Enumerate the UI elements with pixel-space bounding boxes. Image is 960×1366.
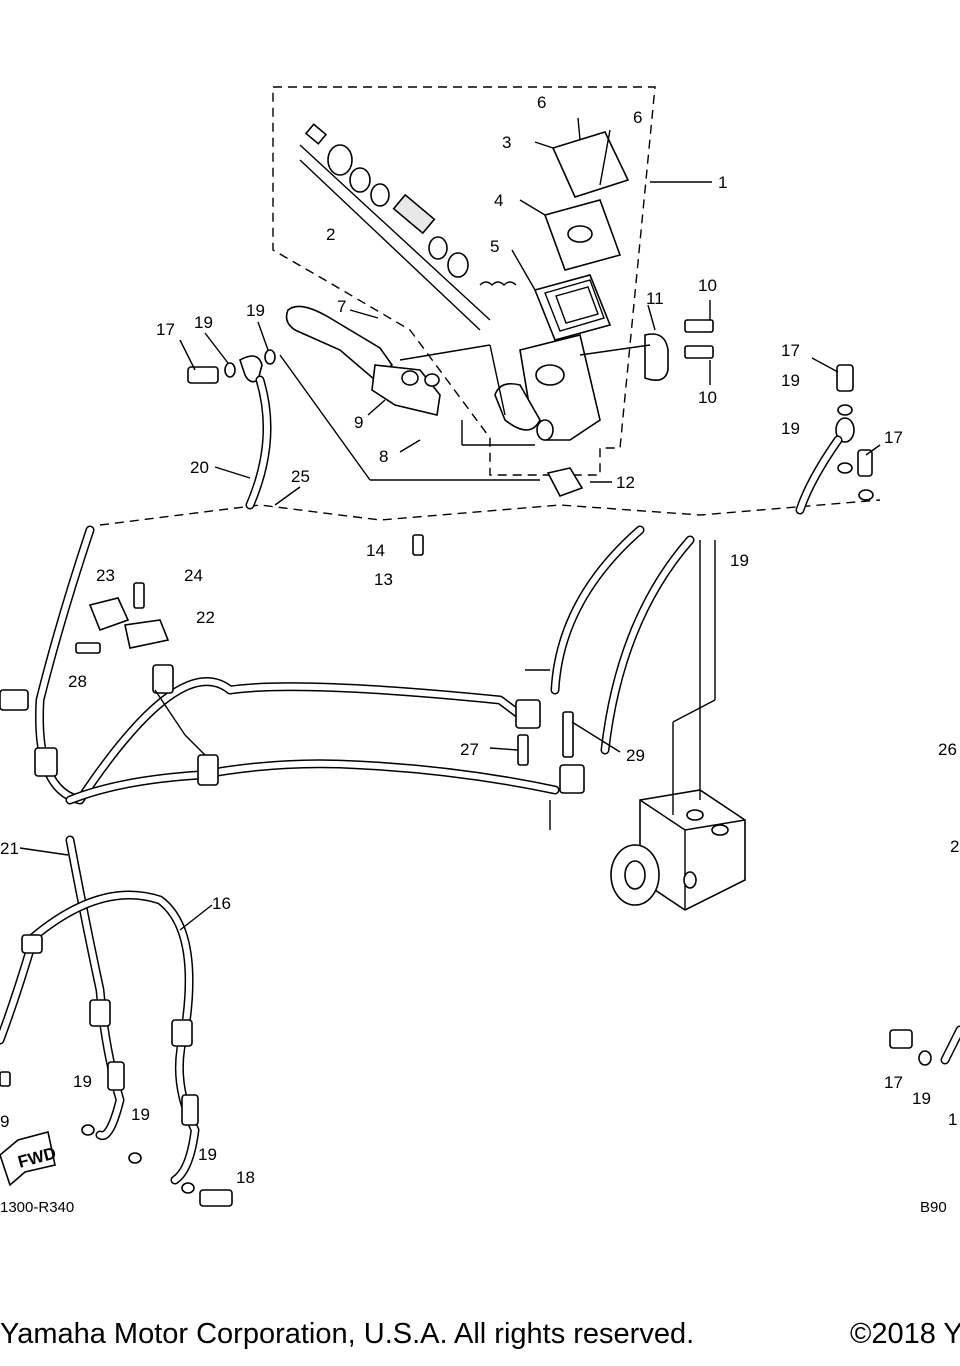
callout-1: 1 xyxy=(718,173,727,192)
upper-right-banjo xyxy=(835,364,874,501)
callout-23: 23 xyxy=(96,566,115,585)
callout-22: 22 xyxy=(196,608,215,627)
callout-12: 12 xyxy=(616,473,635,492)
callout-19b: 19 xyxy=(246,301,265,320)
callout-13: 13 xyxy=(374,570,393,589)
callout-7: 7 xyxy=(337,297,346,316)
master-cylinder-body xyxy=(494,334,601,441)
callout-19e: 19 xyxy=(730,551,749,570)
copyright-footer-left: Yamaha Motor Corporation, U.S.A. All rig… xyxy=(0,1318,695,1350)
reservoir-cap xyxy=(533,117,630,341)
callout-11: 11 xyxy=(646,289,664,308)
copyright-footer-right: ©2018 Y xyxy=(850,1318,960,1350)
callout-19c: 19 xyxy=(781,371,800,390)
brake-lever xyxy=(285,305,441,416)
diagram-code-left: 1300-R340 xyxy=(0,1199,74,1216)
callout-19a: 19 xyxy=(194,313,213,332)
callout-19d: 19 xyxy=(781,419,800,438)
callout-17b: 17 xyxy=(781,341,800,360)
brake-switch xyxy=(546,467,584,497)
callout-6b: 6 xyxy=(633,108,642,127)
callout-2-partial: 2 xyxy=(950,837,959,856)
callout-29: 29 xyxy=(626,746,645,765)
diagram-code-right: B90 xyxy=(920,1199,947,1216)
callout-27: 27 xyxy=(460,740,479,759)
callout-2: 2 xyxy=(326,225,335,244)
callout-17c: 17 xyxy=(884,428,903,447)
callout-20: 20 xyxy=(190,458,209,477)
handlebar-holder xyxy=(644,319,714,381)
callout-5: 5 xyxy=(490,237,499,256)
hose-clamps xyxy=(0,534,585,794)
callout-1-partial: 1 xyxy=(948,1110,957,1129)
callout-25: 25 xyxy=(291,467,310,486)
callout-18: 18 xyxy=(236,1168,255,1187)
leader-lines xyxy=(19,141,881,931)
callout-9-partial: 9 xyxy=(0,1112,9,1131)
callout-14: 14 xyxy=(366,541,385,560)
callout-16: 16 xyxy=(212,894,231,913)
callout-9: 9 xyxy=(354,413,363,432)
callout-6a: 6 xyxy=(537,93,546,112)
hose-ferrules xyxy=(21,934,233,1207)
upper-left-banjo xyxy=(187,349,276,384)
callout-10a: 10 xyxy=(698,276,717,295)
callout-17d: 17 xyxy=(884,1073,903,1092)
callout-17a: 17 xyxy=(156,320,175,339)
callout-4: 4 xyxy=(494,191,503,210)
callout-8: 8 xyxy=(379,447,388,466)
abs-unit xyxy=(610,789,746,911)
fwd-arrow-icon: FWD xyxy=(0,1131,58,1187)
callout-24: 24 xyxy=(184,566,203,585)
callout-labels: 1 2 3 4 5 6 6 7 8 9 10 10 11 12 13 14 16… xyxy=(0,93,959,1216)
callout-19g: 19 xyxy=(131,1105,150,1124)
master-cylinder-boundary xyxy=(272,86,656,476)
callout-19h: 19 xyxy=(198,1145,217,1164)
callout-10b: 10 xyxy=(698,388,717,407)
right-partial-parts xyxy=(0,1025,960,1087)
hose-group-boundary xyxy=(99,499,881,526)
callout-19i: 19 xyxy=(912,1089,931,1108)
callout-28: 28 xyxy=(68,672,87,691)
callout-21: 21 xyxy=(0,839,19,858)
piston-kit xyxy=(299,123,517,331)
callout-19f: 19 xyxy=(73,1072,92,1091)
brake-hoses xyxy=(0,375,843,1185)
callout-3: 3 xyxy=(502,133,511,152)
callout-26: 26 xyxy=(938,740,957,759)
